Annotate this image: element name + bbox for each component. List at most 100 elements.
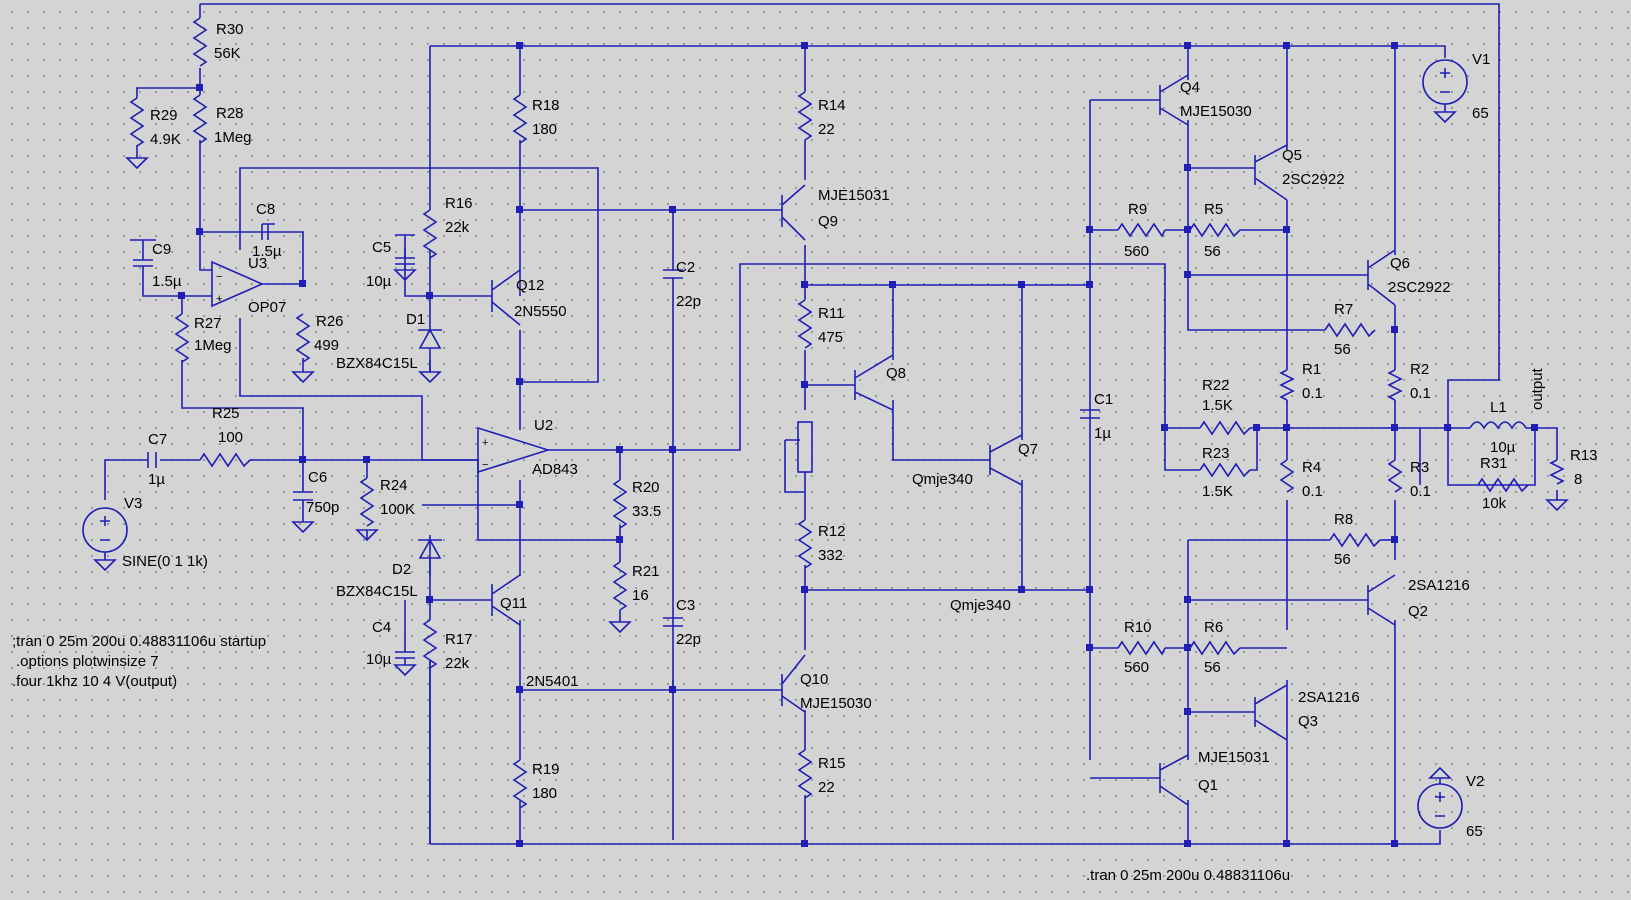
r7-ref: R7: [1334, 301, 1353, 318]
q6-model: 2SC2922: [1388, 279, 1451, 296]
c9-ref: C9: [152, 241, 171, 258]
ground-symbols: [93, 111, 1569, 779]
v2-value: 65: [1466, 823, 1483, 840]
q3-model: 2SA1216: [1298, 689, 1360, 706]
r26-ref: R26: [316, 313, 344, 330]
resistor-symbols: [129, 17, 1565, 809]
directive-options[interactable]: .options plotwinsize 7: [16, 653, 159, 670]
r25-value: 100: [218, 429, 243, 446]
source-symbols: [82, 59, 1468, 829]
diode-d1-symbol: [418, 328, 442, 372]
v3-value: SINE(0 1 1k): [122, 553, 208, 570]
resistor-r14-symbol: [797, 91, 813, 141]
transistor-q11-symbol: [491, 574, 521, 626]
resistor-r8-symbol: [1329, 532, 1381, 548]
resistor-r1-symbol: [1279, 369, 1295, 401]
r5-value: 56: [1204, 243, 1221, 260]
transistor-q10-symbol: [781, 654, 806, 713]
transistor-q3-symbol: [1254, 684, 1288, 741]
r23-ref: R23: [1202, 445, 1230, 462]
r8-ref: R8: [1334, 511, 1353, 528]
u2-model: AD843: [532, 461, 578, 478]
q7-ref: Q7: [1018, 441, 1038, 458]
r31-value: 10k: [1482, 495, 1507, 512]
svg-text:−: −: [216, 271, 222, 283]
v1-value: 65: [1472, 105, 1489, 122]
r20-ref: R20: [632, 479, 660, 496]
r11-value: 475: [818, 329, 843, 346]
wires: [104, 3, 1558, 845]
resistor-r16-symbol: [422, 209, 438, 259]
v2-ref: V2: [1466, 773, 1484, 790]
c2-ref: C2: [676, 259, 695, 276]
r29-ref: R29: [150, 107, 178, 124]
r28-value: 1Meg: [214, 129, 252, 146]
trimmer-symbol: [785, 421, 813, 490]
r18-ref: R18: [532, 97, 560, 114]
u3-model: OP07: [248, 299, 286, 316]
resistor-r31-symbol: [1477, 477, 1529, 493]
transistor-q7-symbol: [989, 434, 1023, 486]
inductor-l1-symbol: [1469, 421, 1530, 430]
r1-value: 0.1: [1302, 385, 1323, 402]
c5-ref: C5: [372, 239, 391, 256]
r21-ref: R21: [632, 563, 660, 580]
c3-ref: C3: [676, 597, 695, 614]
resistor-r26-symbol: [295, 313, 311, 363]
resistor-r10-symbol: [1117, 640, 1166, 656]
directive-tran[interactable]: .tran 0 25m 200u 0.48831106u: [1086, 867, 1290, 884]
r15-ref: R15: [818, 755, 846, 772]
r28-ref: R28: [216, 105, 244, 122]
resistor-r15-symbol: [797, 749, 813, 799]
r7-value: 56: [1334, 341, 1351, 358]
r2-ref: R2: [1410, 361, 1429, 378]
resistor-r25-symbol: [199, 452, 251, 468]
transistor-q9-symbol: [781, 184, 806, 241]
resistor-r5-symbol: [1189, 222, 1241, 238]
resistor-r24-symbol: [359, 477, 375, 527]
c8-value: 1.5µ: [252, 243, 282, 260]
directive-tran-startup[interactable]: ;tran 0 25m 200u 0.48831106u startup: [12, 633, 266, 650]
c6-ref: C6: [308, 469, 327, 486]
transistor-q1-symbol: [1159, 754, 1189, 806]
r10-value: 560: [1124, 659, 1149, 676]
q5-model: 2SC2922: [1282, 171, 1345, 188]
resistor-r27-symbol: [174, 313, 190, 363]
q10-ref: Q10: [800, 671, 828, 688]
diode-d2-symbol: [418, 535, 442, 575]
r16-value: 22k: [445, 219, 470, 236]
transistor-q2-symbol: [1367, 574, 1396, 626]
source-v3-symbol: [82, 507, 128, 553]
resistor-r22-symbol: [1199, 420, 1251, 436]
capacitor-c3-symbol: [663, 617, 683, 627]
resistor-r11-symbol: [797, 299, 813, 349]
r11-ref: R11: [818, 305, 844, 322]
r13-ref: R13: [1570, 447, 1598, 464]
r31-ref: R31: [1480, 455, 1508, 472]
q1-model: MJE15031: [1198, 749, 1270, 766]
svg-text:+: +: [482, 437, 488, 449]
capacitor-c7-symbol: [147, 452, 157, 468]
capacitor-c2-symbol: [663, 269, 683, 300]
d1-ref: D1: [406, 311, 425, 328]
r6-value: 56: [1204, 659, 1221, 676]
resistor-r9-symbol: [1117, 222, 1166, 238]
l1-ref: L1: [1490, 399, 1507, 416]
svg-text:+: +: [216, 293, 222, 305]
transistor-symbols: [491, 74, 1396, 806]
resistor-r13-symbol: [1549, 459, 1565, 485]
transistor-q5-symbol: [1254, 144, 1288, 201]
r13-value: 8: [1574, 471, 1582, 488]
r8-value: 56: [1334, 551, 1351, 568]
q1-ref: Q1: [1198, 777, 1218, 794]
directive-four[interactable]: .four 1khz 10 4 V(output): [12, 673, 177, 690]
resistor-r18-symbol: [512, 94, 528, 144]
resistor-r4-symbol: [1279, 459, 1295, 493]
resistor-r20-symbol: [612, 479, 628, 529]
resistor-r6-symbol: [1189, 640, 1241, 656]
q4-model: MJE15030: [1180, 103, 1252, 120]
c5-value: 10µ: [366, 273, 392, 290]
transistor-q4-symbol: [1159, 74, 1189, 126]
transistor-q6-symbol: [1367, 249, 1396, 306]
